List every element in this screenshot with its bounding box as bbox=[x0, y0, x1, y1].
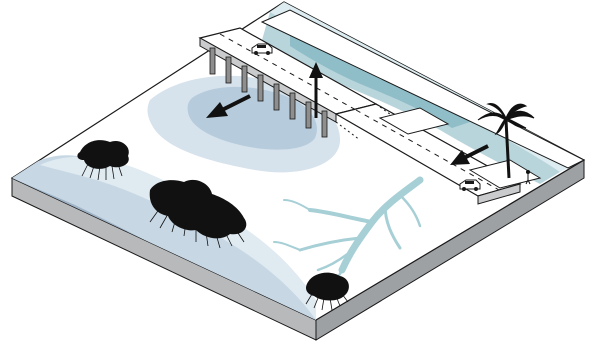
car-icon bbox=[460, 180, 480, 191]
car-icon bbox=[252, 44, 272, 55]
